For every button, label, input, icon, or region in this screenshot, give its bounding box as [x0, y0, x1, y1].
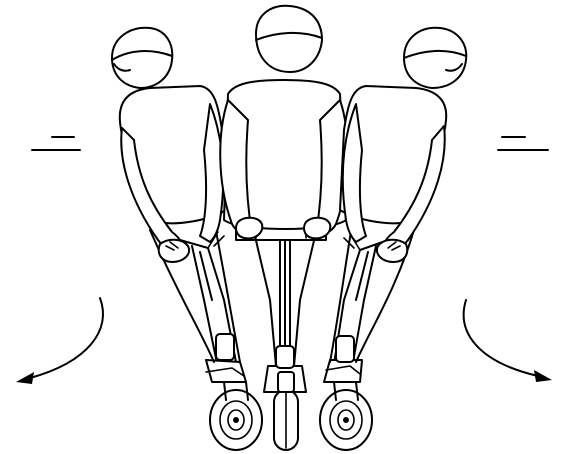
- speed-lines-left: [32, 137, 80, 150]
- turn-arrow-left: [16, 298, 103, 384]
- rider-right: [320, 28, 466, 450]
- speed-lines-right: [498, 137, 548, 150]
- wheel-right: [320, 382, 372, 450]
- turn-arrow-right: [464, 300, 552, 382]
- wheel-center: [274, 372, 298, 450]
- rider-center: [220, 6, 348, 450]
- wheel-left: [210, 382, 262, 450]
